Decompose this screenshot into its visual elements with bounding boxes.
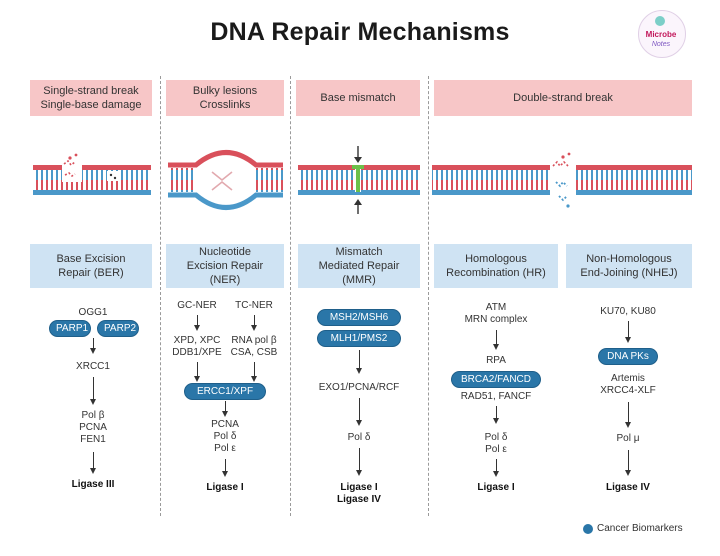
column-divider [290, 76, 291, 516]
column-divider [160, 76, 161, 516]
logo-text: Microbe [645, 30, 677, 39]
legend-biomarker-icon [583, 524, 593, 534]
nhej-ligase: Ligase IV [606, 482, 650, 493]
damage-header-ssb: Single-strand break Single-base damage [30, 80, 152, 116]
hr-polymerase: Pol δ Pol ε [484, 432, 508, 455]
ner-gc-ner: GC-NER [177, 300, 217, 311]
dna-double-strand-break-icon [432, 152, 692, 208]
column-divider [428, 76, 429, 516]
hr-brca2-fancd-biomarker: BRCA2/FANCD [451, 371, 541, 388]
nhej-ku70-ku80: KU70, KU80 [600, 306, 656, 317]
nhej-artemis-xrcc4: Artemis XRCC4-XLF [600, 373, 656, 396]
mechanism-hr: Homologous Recombination (HR) [434, 244, 558, 288]
damage-header-dsb: Double-strand break [434, 80, 692, 116]
logo-subtext: Notes [651, 41, 671, 48]
mmr-ligase: Ligase I Ligase IV [337, 482, 381, 505]
ber-ogg1: OGG1 [78, 307, 108, 318]
nhej-polymerase: Pol μ [616, 433, 640, 444]
dna-bulky-lesion-icon [168, 150, 283, 210]
ner-polymerase-group: PCNA Pol δ Pol ε [211, 419, 239, 454]
dna-ssb-icon [33, 153, 151, 195]
mechanism-ber: Base Excision Repair (BER) [30, 244, 152, 288]
page-title: DNA Repair Mechanisms [210, 18, 510, 46]
legend-label: Cancer Biomarkers [597, 523, 683, 534]
mmr-msh2-msh6-biomarker: MSH2/MSH6 [317, 309, 401, 326]
ner-tc-ner: TC-NER [235, 300, 273, 311]
ner-tc-factors: RNA pol β CSA, CSB [230, 335, 278, 358]
ber-xrcc1: XRCC1 [76, 361, 110, 372]
logo-icon [655, 16, 665, 26]
hr-rpa: RPA [486, 355, 506, 366]
hr-rad51-fancf: RAD51, FANCF [460, 391, 532, 402]
dna-mismatch-icon [298, 146, 420, 214]
ber-ligase: Ligase III [71, 479, 115, 490]
ner-gc-factors: XPD, XPC DDB1/XPE [172, 335, 222, 358]
nhej-dna-pks-biomarker: DNA PKs [598, 348, 658, 365]
ber-parp1-biomarker: PARP1 [49, 320, 91, 337]
mmr-mlh1-pms2-biomarker: MLH1/PMS2 [317, 330, 401, 347]
mmr-exo1: EXO1/PCNA/RCF [318, 382, 400, 393]
ner-ligase: Ligase I [206, 482, 244, 493]
mechanism-nhej: Non-Homologous End-Joining (NHEJ) [566, 244, 692, 288]
damage-header-bulky: Bulky lesions Crosslinks [166, 80, 284, 116]
ber-parp2-biomarker: PARP2 [97, 320, 139, 337]
mechanism-mmr: Mismatch Mediated Repair (MMR) [298, 244, 420, 288]
ner-ercc1-biomarker: ERCC1/XPF [184, 383, 266, 400]
hr-atm-mrn: ATM MRN complex [464, 302, 528, 325]
hr-ligase: Ligase I [477, 482, 515, 493]
ber-polymerase-group: Pol β PCNA FEN1 [79, 410, 107, 445]
mmr-polymerase: Pol δ [347, 432, 371, 443]
damage-header-mismatch: Base mismatch [296, 80, 420, 116]
mechanism-ner: Nucleotide Excision Repair (NER) [166, 244, 284, 288]
